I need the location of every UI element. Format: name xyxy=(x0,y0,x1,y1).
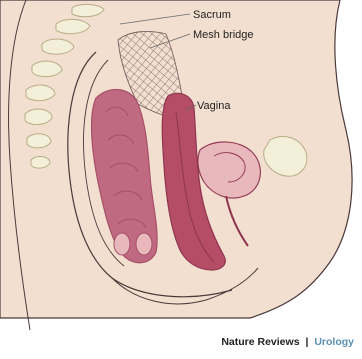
journal-section: Urology xyxy=(314,336,354,348)
journal-name: Nature Reviews xyxy=(221,336,299,348)
vagina-label: Vagina xyxy=(197,100,231,112)
sacrum-label: Sacrum xyxy=(193,9,231,21)
journal-credit: Nature Reviews | Urology xyxy=(221,336,354,348)
mesh-bridge-label: Mesh bridge xyxy=(193,29,254,41)
credit-separator: | xyxy=(305,336,308,348)
